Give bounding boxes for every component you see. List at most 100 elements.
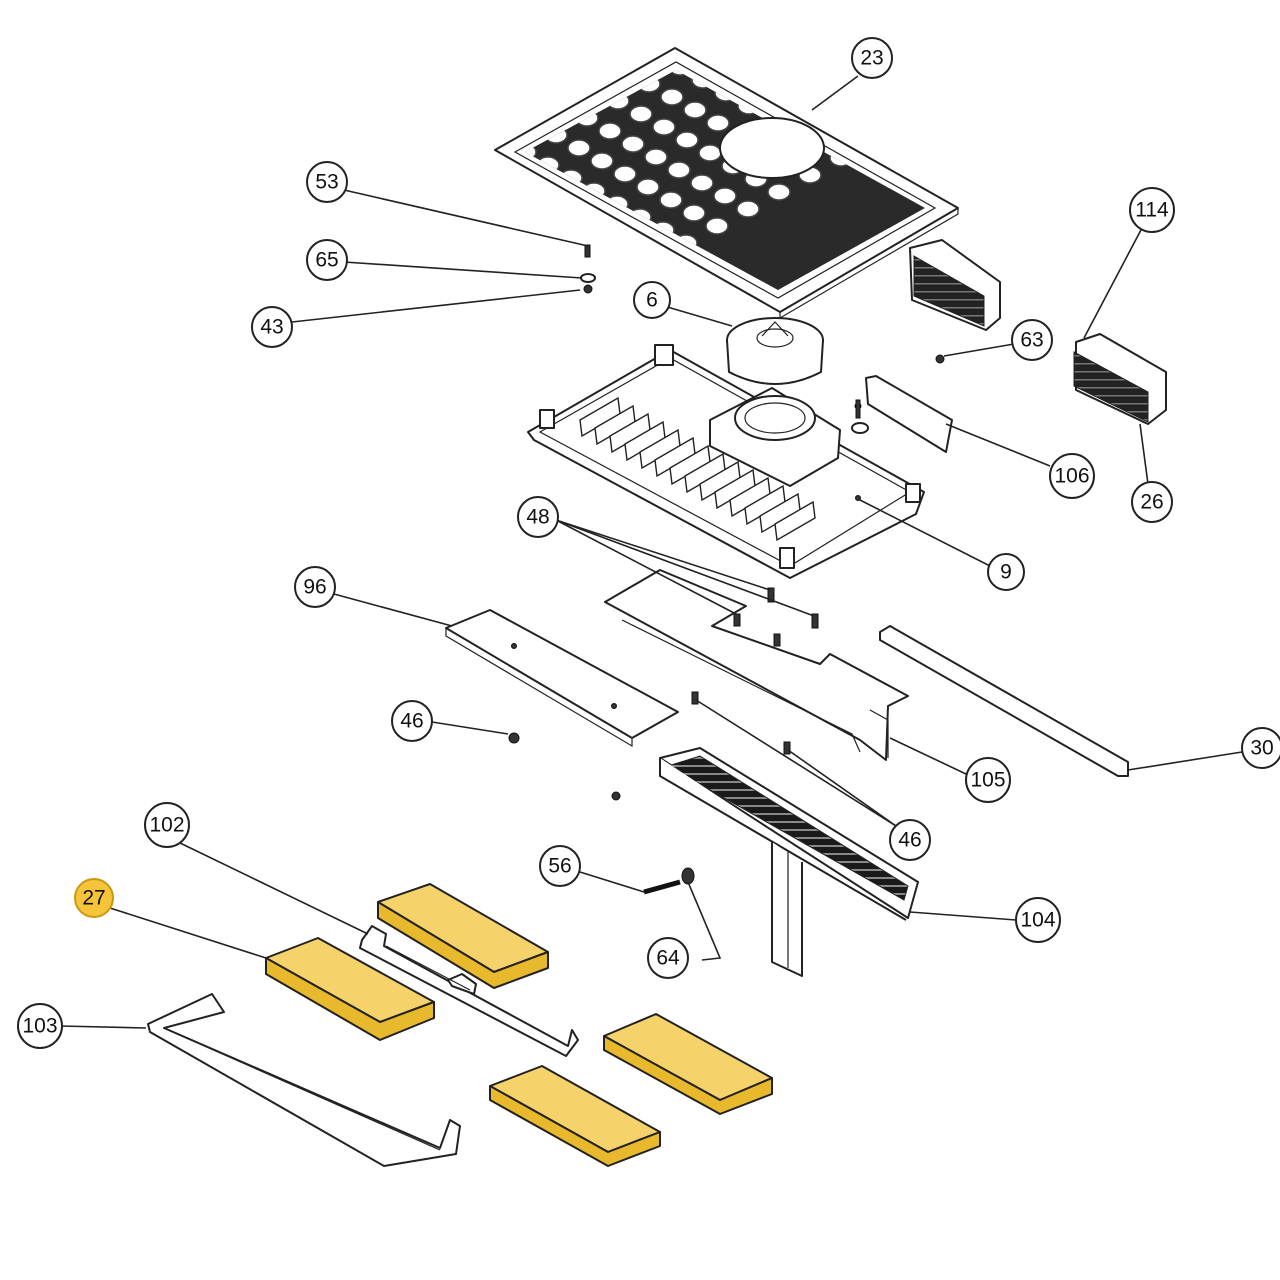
knob-64-part xyxy=(681,867,695,885)
grille-cell xyxy=(860,132,884,150)
svg-text:53: 53 xyxy=(315,171,338,194)
svg-text:6: 6 xyxy=(646,289,658,312)
svg-text:9: 9 xyxy=(1000,561,1012,584)
svg-text:43: 43 xyxy=(260,316,283,339)
svg-text:23: 23 xyxy=(860,47,883,70)
grille-cell xyxy=(683,101,707,119)
grille-cell xyxy=(590,152,614,170)
grille-cell xyxy=(837,119,861,137)
grille-cell xyxy=(660,88,684,106)
callout-23[interactable]: 23 xyxy=(851,37,893,79)
grille-box-part xyxy=(1073,333,1167,425)
grille-cell xyxy=(613,165,637,183)
grille-cell xyxy=(598,122,622,140)
callout-56[interactable]: 56 xyxy=(539,845,581,887)
grille-cell xyxy=(814,106,838,124)
callout-43[interactable]: 43 xyxy=(251,306,293,348)
driver-tray-part xyxy=(604,569,909,761)
grille-cell xyxy=(767,183,791,201)
grille-cell xyxy=(644,148,668,166)
svg-text:64: 64 xyxy=(656,947,680,970)
fan-housing-part xyxy=(726,317,824,385)
grille-cell xyxy=(621,135,645,153)
callout-102[interactable]: 102 xyxy=(144,802,190,848)
callout-46-right[interactable]: 46 xyxy=(889,819,931,861)
grille-cell xyxy=(690,174,714,192)
callout-48[interactable]: 48 xyxy=(517,496,559,538)
callout-105[interactable]: 105 xyxy=(965,757,1011,803)
callout-30[interactable]: 30 xyxy=(1241,727,1280,769)
callout-6[interactable]: 6 xyxy=(633,281,671,319)
foam-pad-4-part xyxy=(489,1065,661,1167)
callout-46-left[interactable]: 46 xyxy=(391,700,433,742)
grille-cell xyxy=(667,161,691,179)
mounting-arm-part xyxy=(659,747,919,977)
screw-43-part xyxy=(583,284,593,294)
grille-cell xyxy=(808,34,830,50)
svg-text:46: 46 xyxy=(400,710,423,733)
grille-cell xyxy=(754,38,776,54)
svg-text:48: 48 xyxy=(526,506,549,529)
svg-text:26: 26 xyxy=(1140,491,1163,514)
screw-53-part xyxy=(584,244,591,258)
grille-cell xyxy=(831,47,853,63)
grille-cell xyxy=(636,178,660,196)
foam-pad-3-part xyxy=(603,1013,773,1115)
callout-64[interactable]: 64 xyxy=(647,937,689,979)
long-strip-part xyxy=(879,625,1129,777)
callout-27[interactable]: 27 xyxy=(74,878,114,918)
grille-cell xyxy=(700,42,722,58)
grille-cell xyxy=(706,114,730,132)
grille-cell xyxy=(822,76,846,94)
grille-cell xyxy=(567,139,591,157)
callout-104[interactable]: 104 xyxy=(1015,897,1061,943)
grille-cell xyxy=(629,105,653,123)
callout-63[interactable]: 63 xyxy=(1011,319,1053,361)
grille-cell xyxy=(705,217,729,235)
foam-pad-1-part xyxy=(377,883,549,989)
grille-cell xyxy=(675,131,699,149)
grille-cell xyxy=(922,98,925,116)
svg-text:30: 30 xyxy=(1250,737,1273,760)
screw-46-bottom-part xyxy=(611,791,621,801)
callout-114[interactable]: 114 xyxy=(1129,187,1175,233)
grille-cell xyxy=(731,25,753,41)
angled-plate-part xyxy=(445,609,679,748)
svg-text:102: 102 xyxy=(149,814,184,837)
callout-96[interactable]: 96 xyxy=(294,566,336,608)
callout-103[interactable]: 103 xyxy=(17,1003,63,1049)
grille-cell xyxy=(745,70,769,85)
svg-text:114: 114 xyxy=(1135,199,1169,222)
svg-text:56: 56 xyxy=(548,855,571,878)
grille-cell xyxy=(785,21,807,37)
grille-cell xyxy=(652,118,676,136)
callout-65[interactable]: 65 xyxy=(306,239,348,281)
svg-text:96: 96 xyxy=(303,576,326,599)
screw-46a-part xyxy=(508,732,520,744)
plate-106-part xyxy=(851,375,953,453)
grille-cell xyxy=(891,115,915,133)
svg-text:63: 63 xyxy=(1020,329,1043,352)
grille-cell xyxy=(845,89,869,107)
svg-text:27: 27 xyxy=(82,887,105,910)
grille-cell xyxy=(768,80,792,98)
grille-cell xyxy=(868,102,892,120)
grille-cell xyxy=(799,70,823,81)
heatsink-base-part xyxy=(527,344,925,579)
side-grille-box-part xyxy=(909,239,1001,331)
svg-text:103: 103 xyxy=(22,1015,57,1038)
callout-26[interactable]: 26 xyxy=(1131,481,1173,523)
washer-65-part xyxy=(580,273,596,283)
svg-text:105: 105 xyxy=(970,769,1005,792)
grille-cell xyxy=(698,144,722,162)
callout-9[interactable]: 9 xyxy=(987,553,1025,591)
screw-63-part xyxy=(935,354,945,364)
heatsink-fin xyxy=(774,500,816,542)
grille-cell xyxy=(791,93,815,111)
bracket-103-part xyxy=(147,993,461,1167)
pin-56-part xyxy=(643,879,681,895)
callout-53[interactable]: 53 xyxy=(306,161,348,203)
svg-text:106: 106 xyxy=(1054,465,1089,488)
callout-106[interactable]: 106 xyxy=(1049,453,1095,499)
